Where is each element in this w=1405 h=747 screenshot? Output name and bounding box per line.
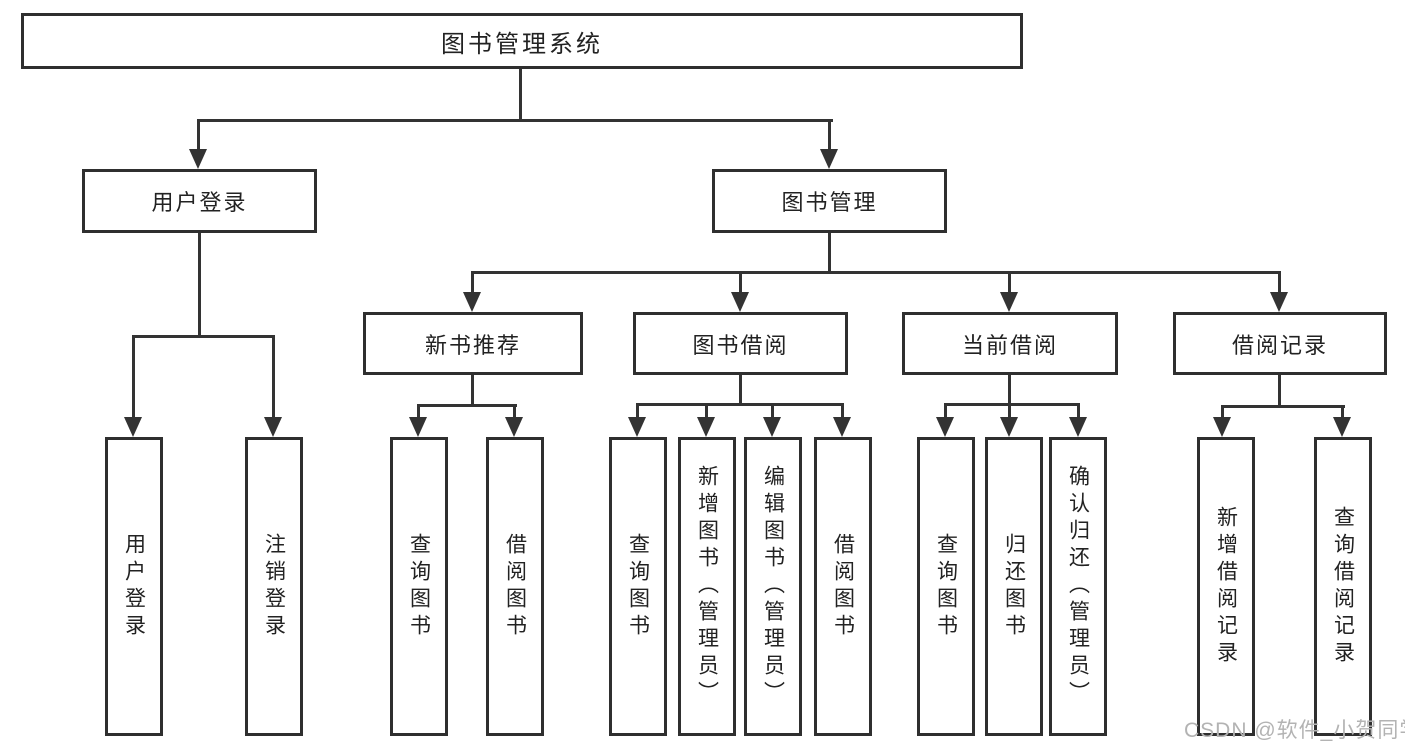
leaf-user-login: 用户登录 [105, 437, 163, 736]
connector-drop-bb3 [771, 403, 774, 419]
node-current-borrowing: 当前借阅 [902, 312, 1118, 375]
connector-drop-bb1 [636, 403, 639, 419]
connector-current-borrowing-stem [1008, 375, 1011, 406]
node-book-management: 图书管理 [712, 169, 947, 233]
arrow-to-br1 [1213, 417, 1231, 437]
node-book-borrowing: 图书借阅 [633, 312, 848, 375]
arrow-to-br2 [1333, 417, 1351, 437]
leaf-query-borrow-record-label: 查询借阅记录 [1331, 505, 1355, 668]
arrow-to-borrowing-records [1270, 292, 1288, 312]
leaf-borrow-books-borrowing: 借阅图书 [814, 437, 872, 736]
node-borrowing-records-label: 借阅记录 [1231, 332, 1328, 358]
node-borrowing-records: 借阅记录 [1173, 312, 1387, 375]
leaf-add-books-admin-label: 新增图书（管理员） [695, 465, 719, 708]
arrow-to-leaf-user-login [124, 417, 142, 437]
leaf-query-books-current: 查询图书 [917, 437, 975, 736]
leaf-query-borrow-record: 查询借阅记录 [1314, 437, 1372, 736]
connector-drop-br2 [1341, 405, 1344, 419]
connector-drop-cb1 [944, 403, 947, 419]
connector-drop-book-borrowing [739, 271, 742, 294]
connector-drop-borrowing-records [1278, 271, 1281, 294]
arrow-to-book-management [820, 149, 838, 169]
leaf-query-books-recommend: 查询图书 [390, 437, 448, 736]
node-user-login-label: 用户登录 [151, 190, 248, 215]
arrow-to-cb3 [1069, 417, 1087, 437]
connector-new-book-stem [471, 375, 474, 407]
connector-drop-bb2 [705, 403, 708, 419]
connector-borrowing-records-split [1221, 405, 1345, 408]
arrow-to-bb1 [628, 417, 646, 437]
connector-user-login-split [132, 335, 275, 338]
leaf-query-books-recommend-label: 查询图书 [407, 532, 431, 641]
leaf-return-books-label: 归还图书 [1002, 532, 1026, 641]
connector-current-borrowing-split [944, 403, 1080, 406]
connector-drop-new-book [471, 271, 474, 294]
leaf-add-books-admin: 新增图书（管理员） [678, 437, 736, 736]
connector-drop-nb1 [417, 404, 420, 419]
leaf-logout: 注销登录 [245, 437, 303, 736]
arrow-to-bb2 [697, 417, 715, 437]
leaf-borrow-books-recommend-label: 借阅图书 [503, 532, 527, 641]
connector-drop-leaf-user-login [132, 335, 135, 418]
node-user-login: 用户登录 [82, 169, 317, 233]
connector-drop-cb3 [1077, 403, 1080, 419]
arrow-to-cb2 [1000, 417, 1018, 437]
connector-book-management-stem [828, 233, 831, 274]
connector-root-stem [519, 69, 522, 120]
leaf-add-borrow-record: 新增借阅记录 [1197, 437, 1255, 736]
arrow-to-nb2 [505, 417, 523, 437]
arrow-to-user-login [189, 149, 207, 169]
leaf-query-books-borrowing-label: 查询图书 [626, 532, 650, 641]
leaf-confirm-return-admin-label: 确认归还（管理员） [1066, 465, 1090, 708]
leaf-edit-books-admin-label: 编辑图书（管理员） [761, 465, 785, 708]
leaf-add-borrow-record-label: 新增借阅记录 [1214, 505, 1238, 668]
leaf-edit-books-admin: 编辑图书（管理员） [744, 437, 802, 736]
connector-book-borrowing-stem [739, 375, 742, 406]
connector-book-management-split [471, 271, 1281, 274]
connector-drop-br1 [1221, 405, 1224, 419]
leaf-query-books-current-label: 查询图书 [934, 532, 958, 641]
connector-root-split [197, 119, 833, 122]
arrow-to-cb1 [936, 417, 954, 437]
connector-drop-current-borrowing [1008, 271, 1011, 294]
leaf-return-books: 归还图书 [985, 437, 1043, 736]
leaf-borrow-books-recommend: 借阅图书 [486, 437, 544, 736]
connector-drop-leaf-logout [272, 335, 275, 418]
leaf-query-books-borrowing: 查询图书 [609, 437, 667, 736]
connector-new-book-split [417, 404, 517, 407]
connector-drop-book-management [828, 119, 831, 151]
leaf-user-login-label: 用户登录 [122, 532, 146, 641]
arrow-to-leaf-logout [264, 417, 282, 437]
arrow-to-current-borrowing [1000, 292, 1018, 312]
connector-drop-user-login [197, 119, 200, 151]
arrow-to-book-borrowing [731, 292, 749, 312]
node-current-borrowing-label: 当前借阅 [961, 332, 1058, 358]
connector-drop-cb2 [1008, 403, 1011, 419]
node-root-system: 图书管理系统 [21, 13, 1023, 69]
node-new-book-recommend-label: 新书推荐 [424, 332, 521, 358]
connector-user-login-stem [198, 233, 201, 337]
node-root-label: 图书管理系统 [441, 30, 603, 58]
leaf-borrow-books-borrowing-label: 借阅图书 [831, 532, 855, 641]
arrow-to-bb4 [833, 417, 851, 437]
connector-drop-bb4 [841, 403, 844, 419]
arrow-to-nb1 [409, 417, 427, 437]
connector-borrowing-records-stem [1278, 375, 1281, 408]
connector-drop-nb2 [513, 404, 516, 419]
connector-book-borrowing-split [636, 403, 844, 406]
node-new-book-recommend: 新书推荐 [363, 312, 583, 375]
node-book-management-label: 图书管理 [781, 190, 878, 215]
arrow-to-bb3 [763, 417, 781, 437]
node-book-borrowing-label: 图书借阅 [692, 332, 789, 358]
leaf-logout-label: 注销登录 [262, 532, 286, 641]
leaf-confirm-return-admin: 确认归还（管理员） [1049, 437, 1107, 736]
arrow-to-new-book [463, 292, 481, 312]
csdn-watermark: CSDN @软件_小贺同学 [1184, 719, 1405, 742]
